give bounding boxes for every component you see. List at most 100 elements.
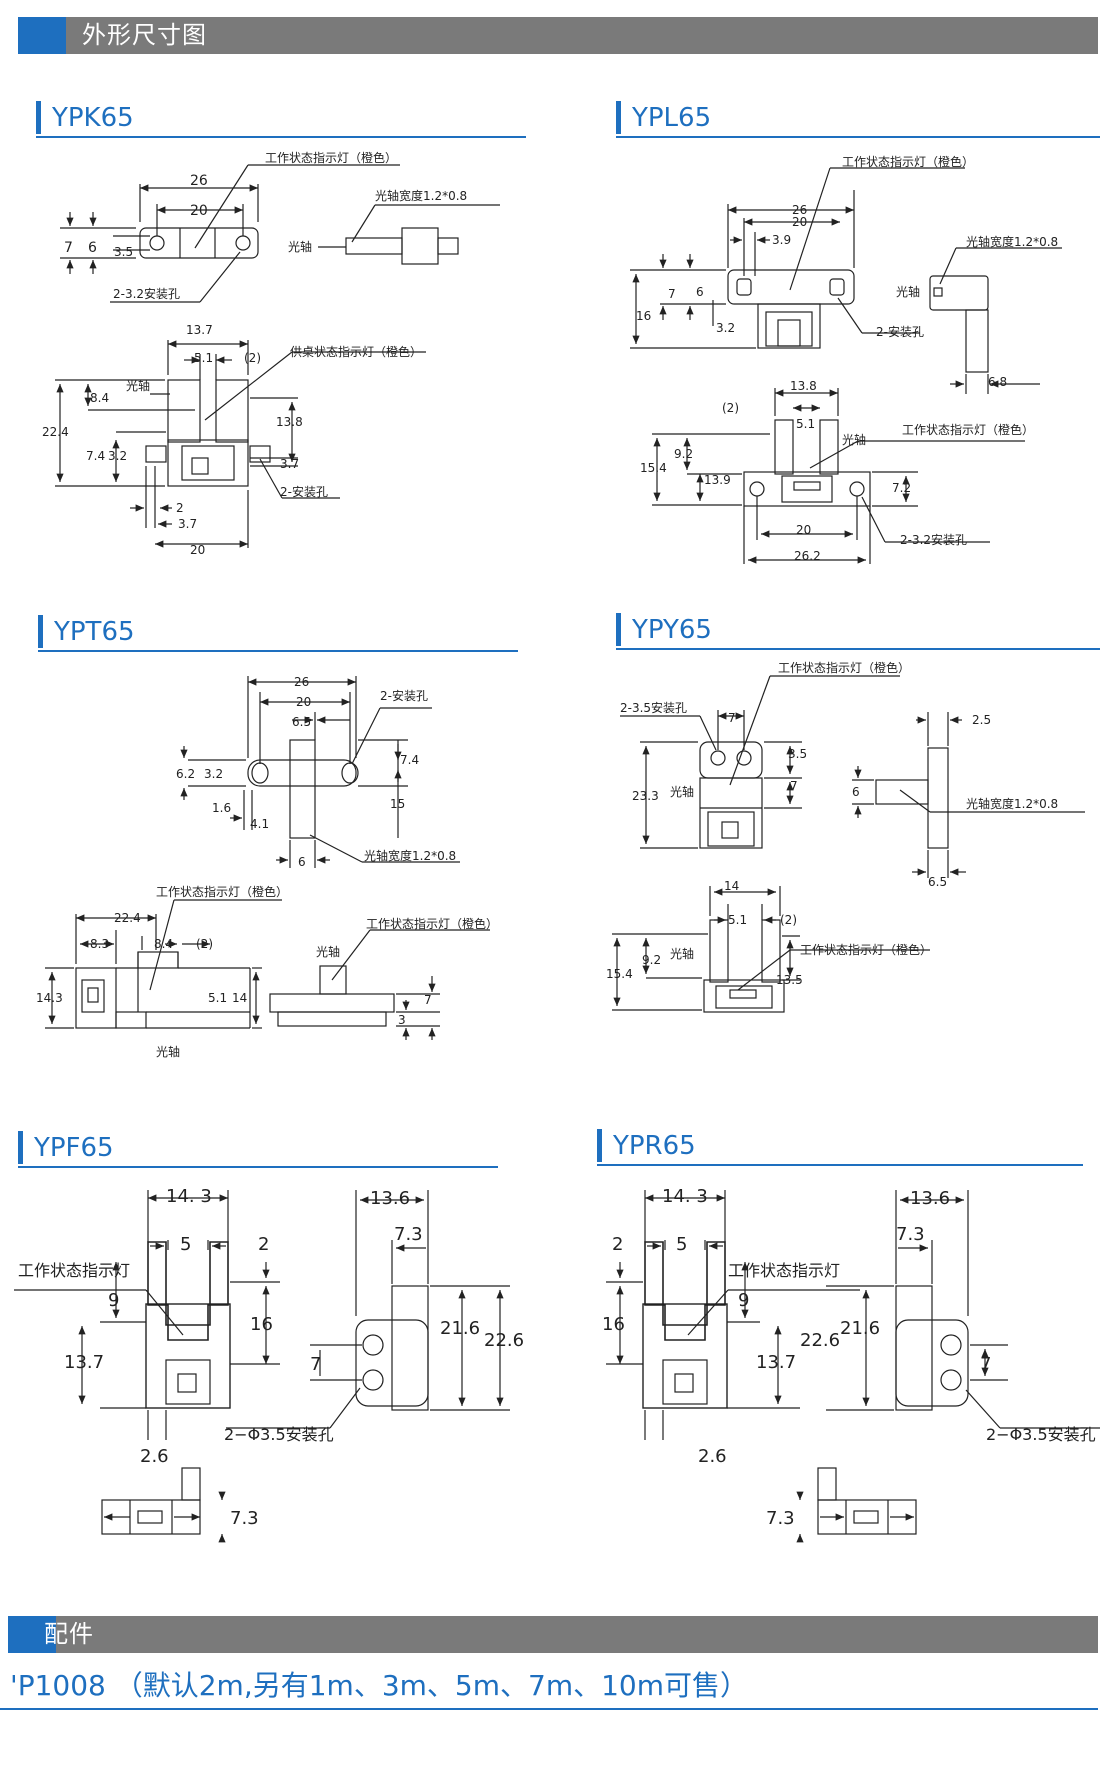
dim: (2) <box>244 351 261 365</box>
dim: 7.3 <box>230 1508 259 1529</box>
dim: 7.3 <box>394 1224 423 1245</box>
dim: 20 <box>792 215 807 229</box>
ypf65-led-label: 工作状态指示灯 <box>18 1261 130 1280</box>
dim: 14 <box>232 991 247 1005</box>
model-underline <box>597 1164 1083 1166</box>
dim: 14.3 <box>36 991 63 1005</box>
dim: 6.2 <box>176 767 195 781</box>
section-banner-accessories: 配件 <box>8 1616 1098 1653</box>
ypt65-axis-width-label: 光轴宽度1.2*0.8 <box>364 848 456 863</box>
model-underline <box>18 1166 498 1168</box>
ypk65-front-axis-label: 光轴 <box>126 378 150 393</box>
dim: 3.2 <box>716 321 735 335</box>
dim: 3.2 <box>108 449 127 463</box>
dim: 5.1 <box>208 991 227 1005</box>
dim: 22.6 <box>800 1330 840 1351</box>
banner-accent <box>18 17 66 54</box>
model-header-ypf65: YPF65 <box>18 1128 498 1168</box>
dim: 7.4 <box>400 753 419 767</box>
model-bar <box>616 101 621 134</box>
ypr65-drawing <box>606 1190 1100 1543</box>
model-name: YPR65 <box>613 1131 696 1161</box>
dim: 3.5 <box>788 747 807 761</box>
model-header-ypt65: YPT65 <box>38 612 518 652</box>
dim: 3 <box>398 1013 406 1027</box>
section-title-accessories: 配件 <box>44 1620 94 1648</box>
model-name: YPF65 <box>34 1133 114 1163</box>
dim: 16 <box>250 1314 273 1335</box>
dim: 3.9 <box>772 233 791 247</box>
dim: 9.2 <box>674 447 693 461</box>
dim: 2.5 <box>972 713 991 727</box>
model-header-ypk65: YPK65 <box>36 98 526 138</box>
section-title-dimensions: 外形尺寸图 <box>82 21 207 49</box>
ypk65-drawing <box>55 164 500 548</box>
ypt65-led-label: 工作状态指示灯（橙色） <box>156 884 288 899</box>
dim: 2 <box>612 1234 623 1255</box>
dim: 21.6 <box>840 1318 880 1339</box>
dim: 20 <box>190 203 208 219</box>
ypt65-axis-side-label: 光轴 <box>316 944 340 959</box>
dim: 6 <box>88 240 97 256</box>
model-underline <box>38 650 518 652</box>
dim: 2 <box>258 1234 269 1255</box>
dim: 3.7 <box>280 457 299 471</box>
dim: 20 <box>796 523 811 537</box>
ypy65-front-led-label: 工作状态指示灯（橙色） <box>800 942 932 957</box>
ypr65-led-label: 工作状态指示灯 <box>728 1261 840 1280</box>
ypt65-hole2-label: 2-安装孔 <box>380 688 428 703</box>
dim: 13.6 <box>370 1188 410 1209</box>
model-header-ypy65: YPY65 <box>616 610 1100 650</box>
ypk65-axis-width-label: 光轴宽度1.2*0.8 <box>375 188 467 203</box>
dim: 7 <box>64 240 73 256</box>
dim: 26.2 <box>794 549 821 563</box>
dim: (2) <box>722 401 739 415</box>
ypt65-axis-bottom-label: 光轴 <box>156 1044 180 1059</box>
model-name: YPK65 <box>52 103 134 133</box>
accessory-row: 'P1008 （默认2m,另有1m、3m、5m、7m、10m可售） <box>0 1662 1120 1712</box>
ypy65-axis-label: 光轴 <box>670 784 694 799</box>
dim: 9 <box>108 1290 119 1311</box>
model-underline <box>616 648 1100 650</box>
ypk65-supply-led-label: 供桌状态指示灯（橙色） <box>290 344 422 359</box>
ypy65-led-label: 工作状态指示灯（橙色） <box>778 660 910 675</box>
ypk65-hole-label: 2-3.2安装孔 <box>113 286 180 301</box>
dim: 8.4 <box>90 391 109 405</box>
dim: 2.6 <box>140 1446 169 1467</box>
dim: 7 <box>980 1354 991 1375</box>
dim: 8.4 <box>154 937 173 951</box>
dim: 3.7 <box>178 517 197 531</box>
accessory-text: 'P1008 （默认2m,另有1m、3m、5m、7m、10m可售） <box>10 1669 748 1702</box>
model-name: YPY65 <box>632 615 712 645</box>
dim: 7.3 <box>766 1508 795 1529</box>
dim: 13.9 <box>704 473 731 487</box>
dim: 7 <box>424 993 432 1007</box>
ypl65-axis-label: 光轴 <box>896 284 920 299</box>
ypk65-axis-label: 光轴 <box>288 239 312 254</box>
dim: 8.3 <box>90 937 109 951</box>
dim: (2) <box>780 913 797 927</box>
ypt65-drawing <box>45 676 490 1040</box>
dim: 13.7 <box>64 1352 104 1373</box>
dim: 15.4 <box>640 461 667 475</box>
ypy65-drawing <box>612 675 1085 1013</box>
model-bar <box>36 101 41 134</box>
dim: 22.6 <box>484 1330 524 1351</box>
dim: 16 <box>602 1314 625 1335</box>
dim: 7 <box>668 287 676 301</box>
dim: 26 <box>792 203 807 217</box>
dim: 2.6 <box>698 1446 727 1467</box>
ypl65-front-axis-label: 光轴 <box>842 432 866 447</box>
dim: 5.1 <box>728 913 747 927</box>
model-header-ypl65: YPL65 <box>616 98 1100 138</box>
dim: 3.5 <box>114 245 133 259</box>
dim: 15 <box>390 797 405 811</box>
model-name: YPT65 <box>54 617 135 647</box>
model-bar <box>616 613 621 646</box>
ypl65-drawing <box>630 167 1062 564</box>
dim: 9 <box>738 1290 749 1311</box>
dim: 14. 3 <box>166 1186 212 1207</box>
dim: 15.4 <box>606 967 633 981</box>
dim: 3.2 <box>204 767 223 781</box>
model-bar <box>38 615 43 648</box>
